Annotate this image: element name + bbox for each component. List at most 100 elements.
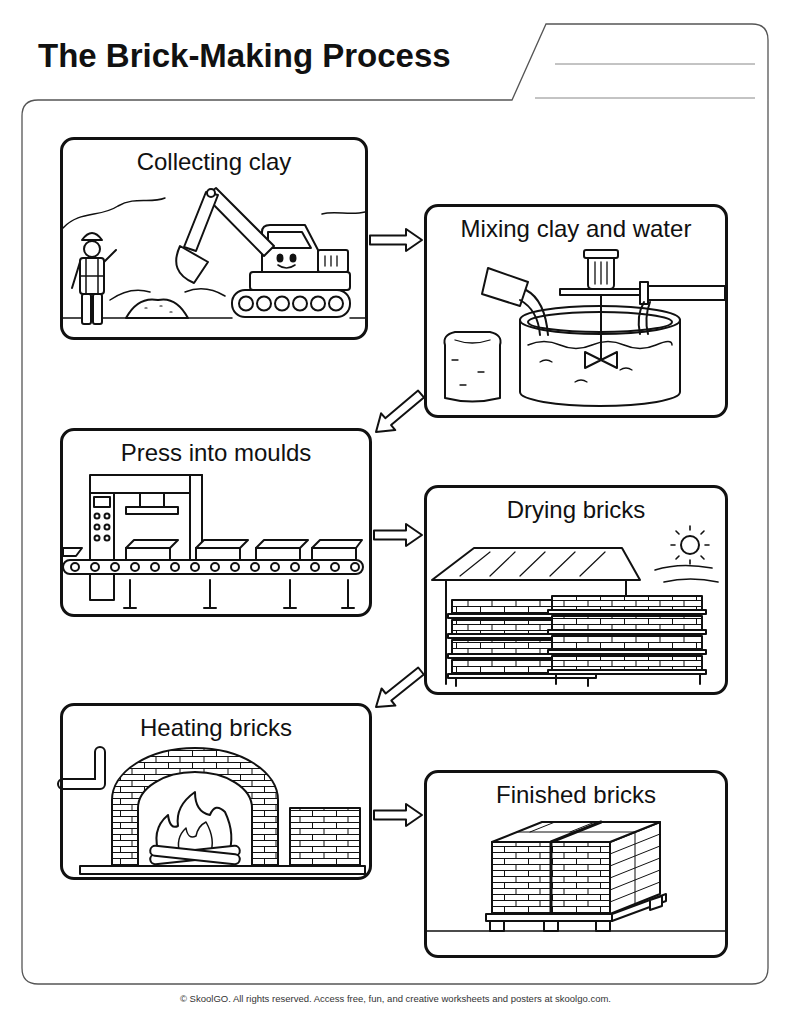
press-scene-part [211, 563, 219, 571]
press-scene-part [331, 563, 339, 571]
pallet-scene-part [596, 921, 610, 931]
pallet-scene-part [544, 921, 558, 931]
drying-scene-part [671, 526, 709, 564]
excavator-scene-part [207, 189, 215, 197]
excavator-scene [63, 188, 365, 324]
excavator-scene-part [126, 299, 188, 318]
step-box: Finished bricks [424, 770, 728, 958]
excavator-scene-part [93, 294, 102, 324]
step-heading: Drying bricks [507, 488, 646, 525]
drying-scene-part [548, 670, 706, 674]
drying-scene [432, 526, 718, 686]
kiln-scene-part [63, 752, 100, 784]
page-title: The Brick-Making Process [38, 36, 451, 76]
drying-scene-part [548, 650, 706, 654]
press-scene-part [351, 563, 359, 571]
excavator-scene-part [82, 233, 102, 240]
excavator-scene-part [325, 256, 337, 266]
copyright-note: © SkoolGO. All rights reserved. Access f… [0, 992, 791, 1005]
pallet-scene-part [490, 921, 504, 931]
drying-scene-part [552, 616, 702, 630]
kiln-scene-part [150, 845, 241, 864]
excavator-scene-part [293, 297, 307, 311]
press-scene-part [90, 475, 202, 493]
mixing-scene-part [639, 302, 650, 334]
press-scene-part [251, 563, 259, 571]
step-heading: Mixing clay and water [461, 207, 692, 244]
flow-arrow [370, 229, 422, 251]
excavator-scene-part [145, 306, 172, 312]
drying-scene-part [552, 636, 702, 650]
kiln-scene-part [63, 752, 100, 784]
excavator-scene-part [80, 258, 104, 294]
press-scene-part [91, 563, 99, 571]
mixing-scene-part [645, 286, 725, 300]
pallet-scene-part [650, 896, 662, 910]
excavator-scene-part [110, 289, 225, 300]
step-heading: Finished bricks [496, 773, 656, 810]
mixing-scene-part [444, 332, 500, 402]
pallet-scene-part [612, 894, 666, 921]
flow-arrow [376, 391, 424, 432]
drying-scene-part [552, 596, 702, 610]
press-scene-part [63, 560, 363, 574]
kiln-scene-part [150, 845, 241, 864]
flow-arrow [376, 668, 424, 708]
step-heading: Heating bricks [140, 706, 292, 743]
press-scene-part [63, 548, 82, 556]
drying-scene-part [456, 678, 588, 686]
worksheet-frame [22, 24, 768, 984]
flow-arrow [374, 804, 422, 826]
press-scene-part [131, 563, 139, 571]
excavator-scene-part [318, 250, 348, 272]
excavator-scene-part [278, 255, 283, 262]
flow-arrow [374, 524, 422, 546]
press-scene-part [311, 563, 319, 571]
press-scene-part [95, 525, 100, 530]
excavator-scene-part [82, 294, 91, 324]
press-scene-part [256, 540, 308, 548]
press-scene-part [126, 507, 178, 514]
press-scene-part [105, 536, 110, 541]
step-box: Drying bricks [424, 485, 728, 695]
drying-scene-part [548, 630, 706, 634]
step-heading: Press into moulds [121, 431, 312, 468]
excavator-scene-part [311, 297, 325, 311]
press-scene-part [196, 548, 240, 560]
press-scene-part [111, 563, 119, 571]
press-scene [63, 475, 363, 608]
excavator-scene-part [232, 290, 350, 317]
press-scene-part [312, 540, 362, 548]
step-box: Heating bricks [60, 703, 372, 880]
step-heading: Collecting clay [137, 140, 292, 177]
press-scene-part [105, 525, 110, 530]
excavator-scene-part [184, 192, 218, 251]
pallet-scene [427, 822, 725, 931]
mixing-scene [444, 250, 725, 406]
press-scene-part [95, 536, 100, 541]
drying-scene-part [655, 565, 718, 582]
pallet-scene-part [486, 914, 612, 921]
drying-scene-part [681, 536, 699, 554]
excavator-scene-part [291, 255, 296, 262]
pallet-scene-part [427, 930, 725, 932]
excavator-scene-part [72, 250, 116, 288]
press-scene-part [151, 563, 159, 571]
kiln-scene-part [138, 772, 252, 868]
press-scene-part [140, 493, 164, 507]
pallet-scene-part [551, 822, 601, 914]
press-scene-part [95, 514, 100, 519]
excavator-scene-part [176, 246, 208, 283]
press-scene-part [126, 540, 178, 548]
mixing-scene-part [640, 282, 648, 304]
press-scene-part [94, 497, 110, 507]
excavator-scene-part [80, 258, 104, 294]
drying-scene-part [548, 610, 706, 614]
mixing-scene-part [584, 250, 618, 258]
press-scene-part [196, 540, 248, 548]
kiln-scene-part [80, 866, 365, 874]
mixing-scene-part [595, 262, 607, 284]
